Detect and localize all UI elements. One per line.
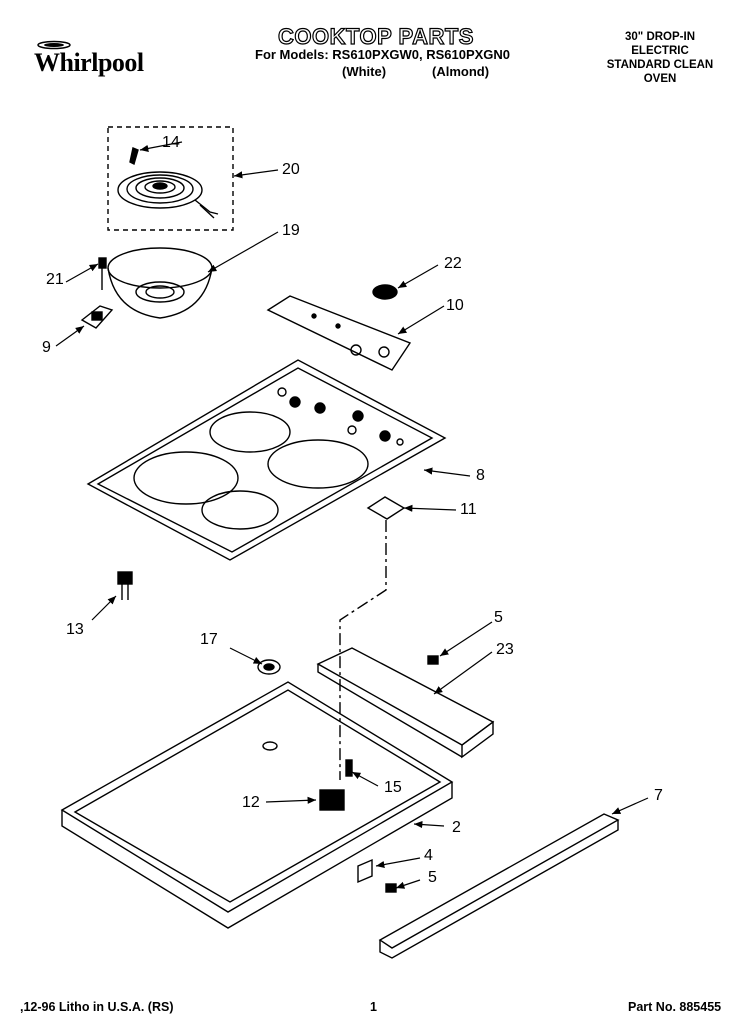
drip-bowl bbox=[107, 247, 213, 319]
brand-name: Whirlpool bbox=[34, 48, 144, 77]
callout-11: 11 bbox=[460, 501, 477, 518]
callout-5: 5 bbox=[494, 609, 503, 626]
color-almond-label: (Almond) bbox=[432, 64, 490, 79]
callout-9: 9 bbox=[42, 339, 51, 356]
callout-2: 2 bbox=[452, 819, 461, 836]
screw-part-21 bbox=[98, 257, 107, 290]
callout-20: 20 bbox=[282, 161, 300, 178]
desc-line: STANDARD CLEAN bbox=[606, 59, 714, 71]
whirlpool-logo bbox=[37, 40, 71, 50]
rear-bracket-part-23 bbox=[316, 647, 495, 759]
knob-part-22 bbox=[372, 284, 398, 300]
callout-21: 21 bbox=[46, 271, 64, 288]
page-title: COOKTOP PARTS bbox=[277, 23, 474, 49]
callout-13: 13 bbox=[66, 621, 84, 638]
callout-17: 17 bbox=[200, 631, 218, 648]
desc-line: OVEN bbox=[643, 73, 677, 85]
callout-14: 14 bbox=[162, 134, 180, 151]
callout-8: 8 bbox=[476, 467, 485, 484]
bracket-part-11 bbox=[366, 496, 406, 520]
callout-22: 22 bbox=[444, 255, 462, 272]
cooktop-main bbox=[86, 359, 447, 561]
desc-line: 30" DROP-IN bbox=[625, 31, 695, 43]
models-line: For Models: RS610PXGW0, RS610PXGN0 bbox=[255, 47, 511, 62]
control-panel-part-10 bbox=[266, 295, 412, 371]
litho-line: ,12-96 Litho in U.S.A. (RS) bbox=[20, 1000, 174, 1014]
callout-23: 23 bbox=[496, 641, 514, 658]
callout-4: 4 bbox=[424, 847, 433, 864]
callout-5: 5 bbox=[428, 869, 437, 886]
clip-part-4 bbox=[357, 858, 373, 884]
terminal-part-14 bbox=[129, 147, 139, 166]
callout-19: 19 bbox=[282, 222, 300, 239]
callout-7: 7 bbox=[654, 787, 663, 804]
screw-part-5 bbox=[385, 883, 397, 893]
callout-12: 12 bbox=[242, 794, 260, 811]
color-white-label: (White) bbox=[342, 64, 387, 79]
callout-10: 10 bbox=[446, 297, 464, 314]
page-number: 1 bbox=[370, 1000, 377, 1014]
callout-15: 15 bbox=[384, 779, 402, 796]
surface-element-assembly bbox=[107, 126, 234, 231]
product-description: 30" DROP-IN ELECTRIC STANDARD CLEAN OVEN bbox=[595, 30, 725, 86]
part-13-plug bbox=[117, 571, 133, 600]
part-number: Part No. 885455 bbox=[628, 1000, 722, 1014]
burner-box-part-2 bbox=[60, 681, 454, 929]
switch-part-12 bbox=[319, 759, 353, 811]
receptacle-part-9 bbox=[80, 305, 114, 329]
trim-strip-part-7 bbox=[378, 813, 620, 959]
grommet-part-17 bbox=[257, 659, 281, 675]
desc-line: ELECTRIC bbox=[631, 45, 689, 57]
